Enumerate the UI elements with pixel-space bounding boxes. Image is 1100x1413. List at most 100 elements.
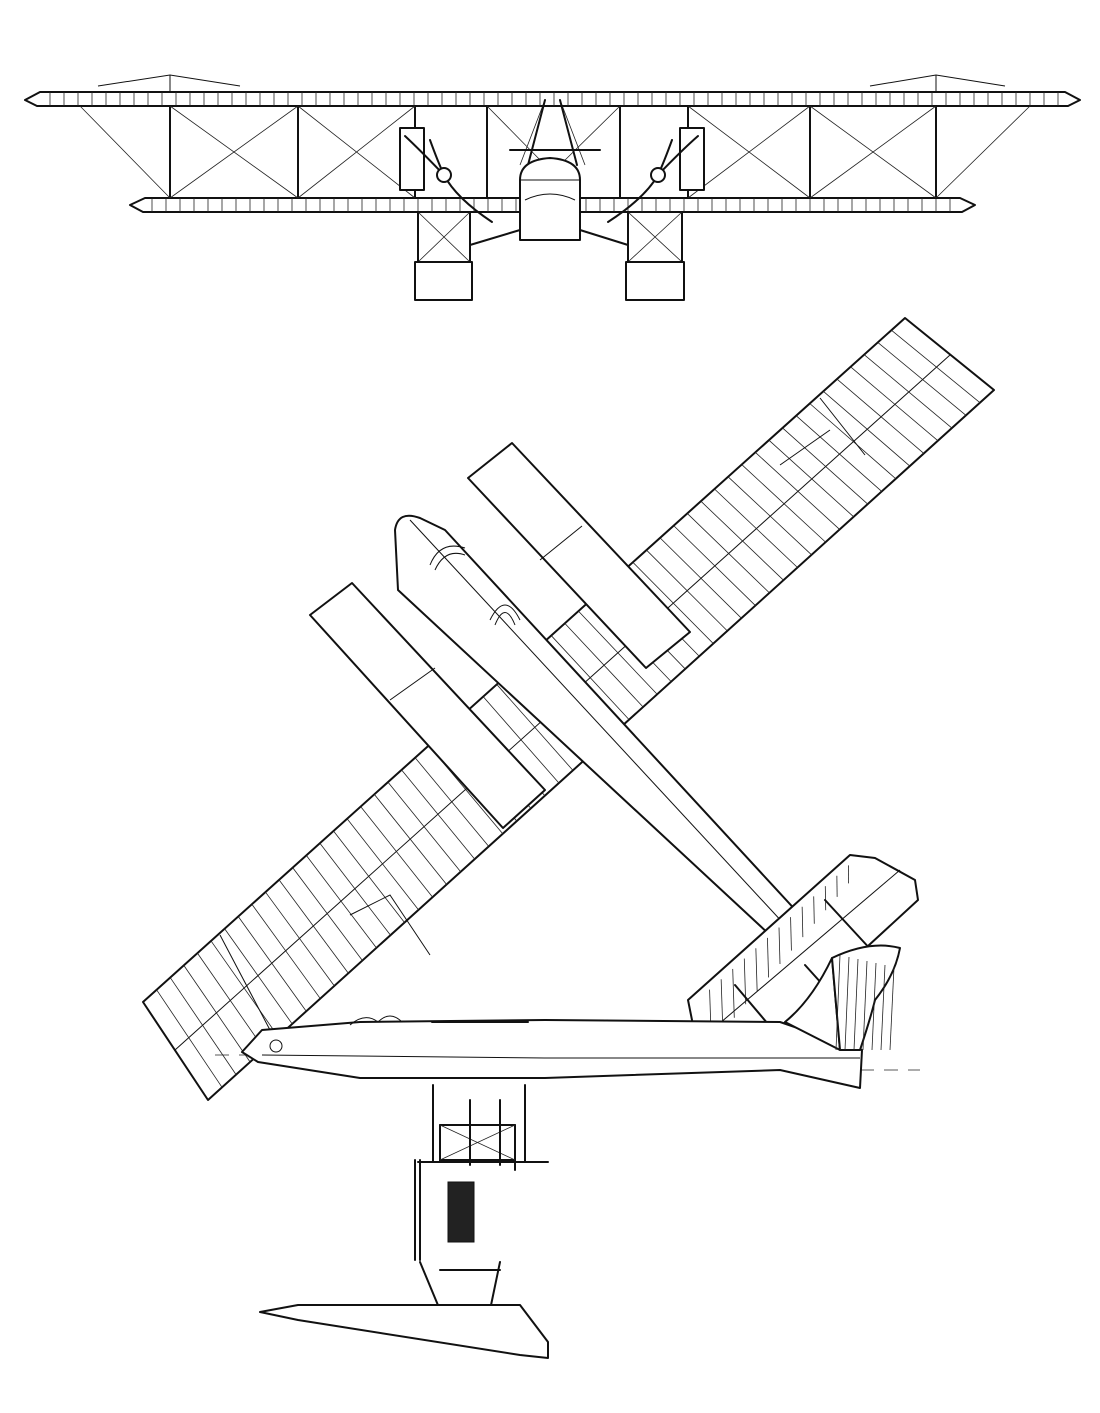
main-wing-rib xyxy=(891,329,981,403)
main-wing-rib xyxy=(809,403,897,480)
main-wing-rib xyxy=(714,488,798,568)
engine-right xyxy=(679,127,705,191)
main-wing-rib xyxy=(265,891,335,987)
hull-chine xyxy=(261,1054,860,1059)
rudder-ribs xyxy=(835,954,895,1051)
float-step-right xyxy=(539,525,583,561)
main-wing-rib xyxy=(877,342,967,416)
main-wing-rib xyxy=(346,818,419,911)
main-wing-rib xyxy=(197,952,265,1050)
tail-rib xyxy=(801,906,804,938)
engine-left xyxy=(399,127,425,191)
rudder xyxy=(831,944,901,1051)
main-wing-rib xyxy=(374,794,447,885)
cabane-wires xyxy=(439,1124,516,1161)
main-wing-rib xyxy=(673,525,756,606)
main-wing-rib xyxy=(564,623,644,708)
float-top-left xyxy=(309,582,546,829)
main-wing-rib xyxy=(360,806,433,898)
float-struts-side xyxy=(419,1261,501,1311)
tail-rib xyxy=(778,927,781,965)
main-wing-rib xyxy=(823,390,911,467)
main-wing-rib xyxy=(795,415,882,492)
main-wing-rib xyxy=(305,855,377,949)
main-wing-rib xyxy=(210,940,279,1037)
hull-front xyxy=(519,157,581,241)
kingpost-left xyxy=(97,74,1006,92)
cockpit-front xyxy=(429,545,466,571)
main-wing-rib xyxy=(278,879,349,974)
centre-pylon xyxy=(509,99,601,166)
main-wing-rib xyxy=(482,696,560,784)
rudder-rib xyxy=(844,956,850,1051)
main-wing-rib xyxy=(183,965,251,1063)
rudder-rib xyxy=(853,958,859,1051)
radiator xyxy=(447,1181,475,1243)
main-wing-rib xyxy=(755,452,840,530)
roundel-side xyxy=(269,1039,283,1053)
main-wing-rib xyxy=(319,842,391,936)
main-wing-rib xyxy=(782,427,868,505)
main-wing-rib xyxy=(727,476,812,556)
float-wires xyxy=(417,211,683,263)
rudder-rib xyxy=(871,962,877,1051)
main-wing-rib xyxy=(700,500,784,581)
bracing-wires xyxy=(79,99,1031,199)
rudder-rib xyxy=(889,966,895,1051)
float-side xyxy=(259,1304,549,1359)
main-wing-rib xyxy=(169,977,237,1075)
cockpit-rear xyxy=(489,604,521,626)
thrust-line xyxy=(215,1054,920,1071)
float-top-right xyxy=(467,442,691,669)
main-wing-rib xyxy=(387,781,461,873)
wing-sections-side xyxy=(417,1021,549,1163)
float-step-left xyxy=(389,667,436,701)
main-wing-rib xyxy=(251,904,321,999)
tail-rib xyxy=(790,917,792,951)
main-wing-rib xyxy=(237,916,307,1012)
main-wing-rib xyxy=(156,989,223,1088)
tail-rib xyxy=(755,948,758,991)
upper-wing xyxy=(24,91,1081,107)
main-wing-rib xyxy=(550,635,630,720)
spinner-left xyxy=(436,167,452,183)
main-wing-rib xyxy=(646,549,728,632)
main-wing-rib xyxy=(659,537,742,619)
main-wing-rib xyxy=(836,378,925,454)
side-view xyxy=(215,944,920,1359)
rudder-rib xyxy=(835,954,841,1051)
rudder-rib xyxy=(880,964,886,1051)
float-left xyxy=(414,261,473,301)
hull-front-detail xyxy=(520,179,580,201)
tail-rib xyxy=(813,896,815,924)
float-right xyxy=(625,261,685,301)
main-wing-rib xyxy=(768,439,854,518)
main-wing-rib xyxy=(292,867,363,961)
main-wing-rib xyxy=(401,769,475,860)
main-wing-rib xyxy=(687,513,770,594)
hull-side xyxy=(241,1019,863,1089)
tail-rib xyxy=(732,968,735,1018)
cockpit-fairing xyxy=(349,1015,403,1026)
side-struts xyxy=(432,1084,526,1166)
main-wing-rib xyxy=(224,928,293,1025)
main-wing-rib xyxy=(632,562,714,644)
main-wing-rib xyxy=(863,354,953,429)
main-wing-rib xyxy=(496,684,574,771)
front-view xyxy=(24,74,1081,301)
elevator-hinge xyxy=(699,869,901,1041)
main-wing-rib xyxy=(333,830,405,923)
main-wing-rib xyxy=(578,610,658,695)
float-struts xyxy=(417,211,683,301)
propeller-side xyxy=(414,1159,421,1261)
tail-rib xyxy=(767,937,769,978)
top-view xyxy=(142,317,995,1101)
rudder-rib xyxy=(862,960,868,1051)
main-wing-rib xyxy=(414,757,490,847)
main-wing-rib xyxy=(850,366,939,442)
spinner-right xyxy=(650,167,666,183)
ailerons xyxy=(219,397,866,1031)
main-wing-rib xyxy=(741,464,826,543)
fuselage-centreline xyxy=(409,519,786,926)
